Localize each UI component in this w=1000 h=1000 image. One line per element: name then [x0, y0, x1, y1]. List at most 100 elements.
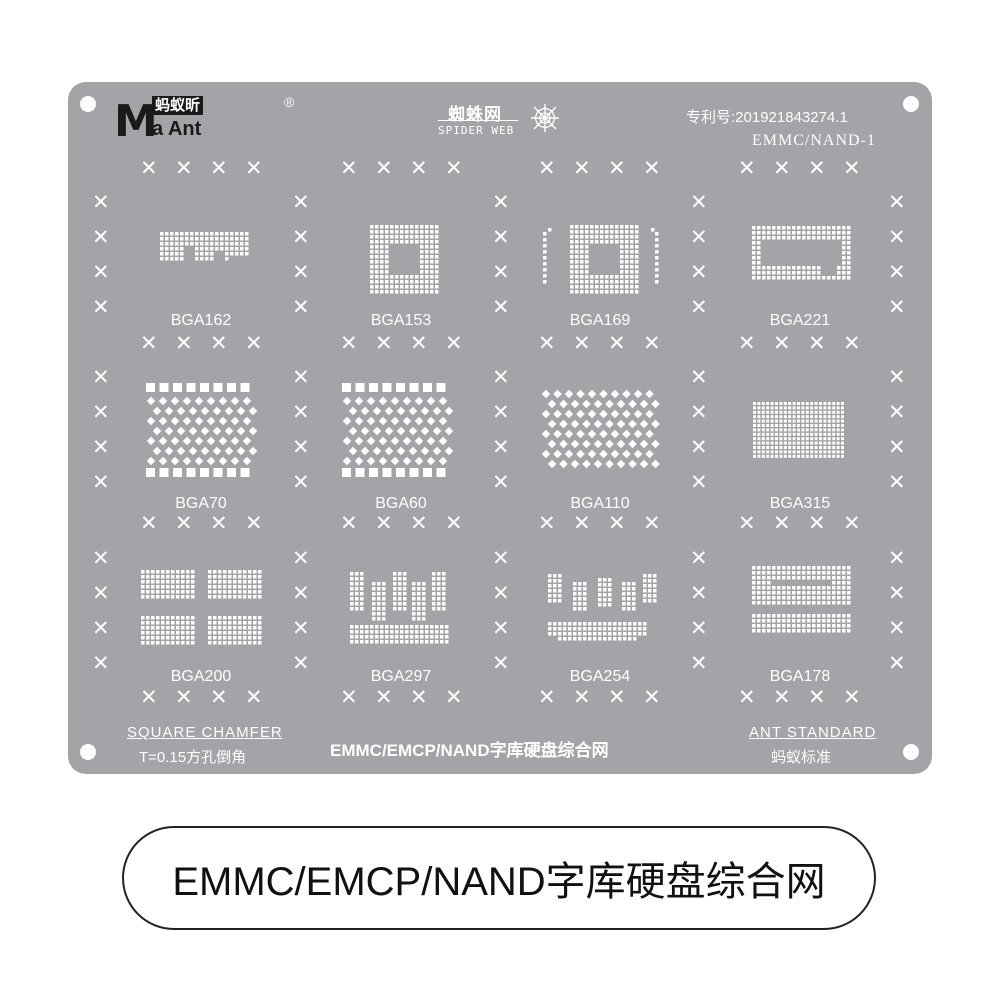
solder-pad	[842, 251, 846, 255]
solder-pad	[422, 602, 426, 606]
cross-mark-icon: ✕	[292, 581, 310, 605]
solder-pad	[752, 226, 756, 230]
cross-mark-icon: ✕	[492, 651, 510, 675]
solder-pad	[412, 612, 416, 616]
solder-pad	[253, 590, 257, 594]
solder-pad	[410, 630, 414, 634]
solder-pad	[761, 410, 765, 414]
solder-pad	[242, 416, 252, 426]
solder-pad	[227, 468, 236, 477]
solder-pad	[422, 597, 426, 601]
solder-pad	[415, 285, 419, 289]
solder-pad	[827, 450, 831, 454]
solder-pad	[792, 601, 796, 605]
solder-pad	[588, 632, 592, 636]
solder-pad	[360, 597, 364, 601]
solder-pad	[797, 415, 800, 419]
solder-pad	[384, 426, 394, 436]
solder-pad	[425, 225, 429, 229]
solder-pad	[775, 419, 778, 423]
solder-pad	[570, 399, 580, 409]
solder-pad	[757, 576, 761, 580]
solder-pad	[151, 621, 155, 625]
solder-pad	[417, 592, 421, 596]
solder-pad	[553, 622, 557, 626]
solder-pad	[772, 624, 776, 628]
solder-pad	[233, 621, 237, 625]
solder-pad	[215, 232, 219, 236]
solder-pad	[176, 595, 180, 599]
solder-pad	[213, 641, 217, 645]
solder-pad	[398, 582, 402, 586]
solder-pad	[823, 446, 827, 449]
solder-pad	[182, 416, 192, 426]
solder-pad	[570, 285, 574, 289]
solder-pad	[382, 582, 386, 586]
solder-pad	[398, 587, 402, 591]
solder-pad	[175, 242, 179, 246]
solder-pad	[223, 621, 227, 625]
solder-pad	[812, 614, 816, 618]
solder-pad	[238, 621, 242, 625]
solder-pad	[812, 586, 816, 590]
solder-pad	[181, 570, 185, 574]
solder-pad	[186, 590, 190, 594]
solder-pad	[410, 275, 414, 279]
solder-pad	[805, 415, 809, 419]
solder-pad	[836, 406, 840, 410]
solder-pad	[605, 419, 614, 429]
solder-pad	[805, 454, 809, 458]
solder-pad	[253, 641, 257, 645]
solder-pad	[792, 231, 796, 235]
solder-pad	[782, 591, 786, 595]
solder-pad	[585, 230, 589, 234]
solder-pad	[770, 406, 774, 410]
cross-mark-icon: ✕	[573, 511, 591, 535]
solder-pad	[420, 275, 424, 279]
solder-pad	[788, 402, 792, 405]
solder-pad	[593, 627, 597, 631]
solder-pad	[223, 590, 227, 594]
cross-mark-icon: ✕	[538, 331, 556, 355]
solder-pad	[402, 456, 412, 466]
solder-pad	[767, 581, 771, 585]
solder-pad	[585, 235, 589, 239]
solder-pad	[160, 242, 164, 246]
solder-pad	[141, 626, 145, 630]
solder-pad	[375, 280, 379, 284]
solder-pad	[812, 566, 816, 570]
solder-pad	[573, 632, 577, 636]
solder-pad	[573, 592, 577, 596]
solder-pad	[625, 265, 629, 269]
solder-pad	[628, 419, 637, 429]
solder-pad	[156, 621, 160, 625]
solder-pad	[580, 255, 584, 259]
solder-pad	[208, 641, 212, 645]
solder-pad	[258, 621, 262, 625]
solder-pad	[837, 581, 841, 585]
solder-pad	[160, 232, 164, 236]
solder-pad	[171, 570, 175, 574]
solder-pad	[819, 424, 822, 427]
solder-pad	[223, 626, 227, 630]
solder-pad	[797, 428, 800, 432]
solder-pad	[181, 641, 185, 645]
solder-pad	[158, 416, 168, 426]
solder-pad	[186, 575, 190, 579]
solder-pad	[753, 428, 756, 432]
solder-pad	[595, 290, 599, 294]
solder-pad	[837, 266, 841, 270]
ant-standard-subtitle: 蚂蚁标准	[771, 749, 832, 766]
solder-pad	[564, 429, 574, 439]
solder-pad	[228, 616, 232, 620]
solder-pad	[775, 406, 778, 410]
solder-pad	[152, 446, 162, 456]
solder-pad	[762, 266, 766, 270]
solder-pad	[543, 250, 547, 254]
solder-pad	[230, 247, 234, 251]
solder-pad	[836, 415, 840, 419]
solder-pad	[156, 580, 160, 584]
solder-pad	[350, 587, 354, 591]
solder-pad	[635, 250, 639, 254]
solder-pad	[643, 622, 647, 626]
